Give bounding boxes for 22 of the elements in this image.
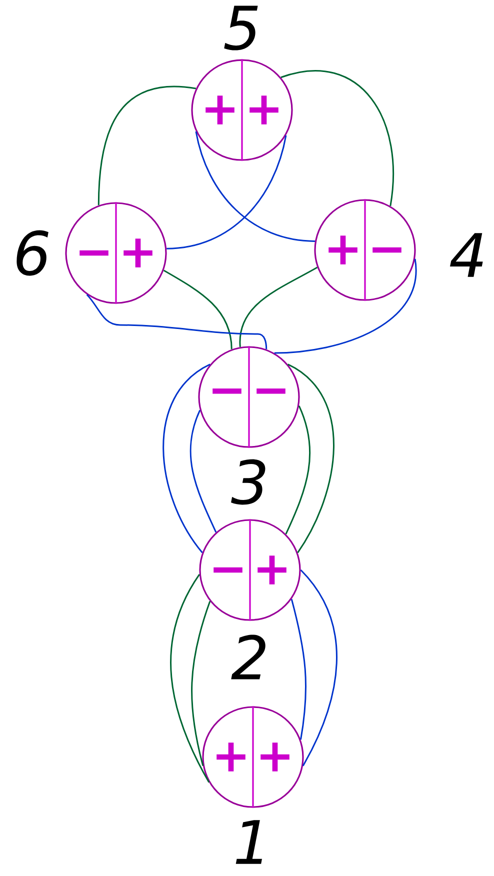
connector-line xyxy=(195,131,316,242)
connector-line xyxy=(86,294,268,350)
connector-line xyxy=(239,266,318,347)
connector-line xyxy=(274,258,417,354)
connector-line xyxy=(98,86,196,206)
node-number: 1 xyxy=(236,820,262,864)
node-number: 4 xyxy=(450,233,483,277)
node-number: 5 xyxy=(224,6,258,50)
connector-line xyxy=(300,570,338,766)
connector-line xyxy=(285,406,311,534)
connector-line xyxy=(290,598,307,740)
connector-line xyxy=(191,601,211,766)
node-number: 3 xyxy=(231,459,266,505)
connector-line xyxy=(288,364,334,554)
connector-line xyxy=(280,70,394,206)
connector-line xyxy=(170,574,210,783)
connector-line xyxy=(166,135,287,250)
connector-line xyxy=(190,410,217,533)
node-number: 6 xyxy=(16,230,48,276)
node-number: 2 xyxy=(231,634,266,680)
connector-line xyxy=(162,364,210,554)
connector-line xyxy=(163,270,232,350)
